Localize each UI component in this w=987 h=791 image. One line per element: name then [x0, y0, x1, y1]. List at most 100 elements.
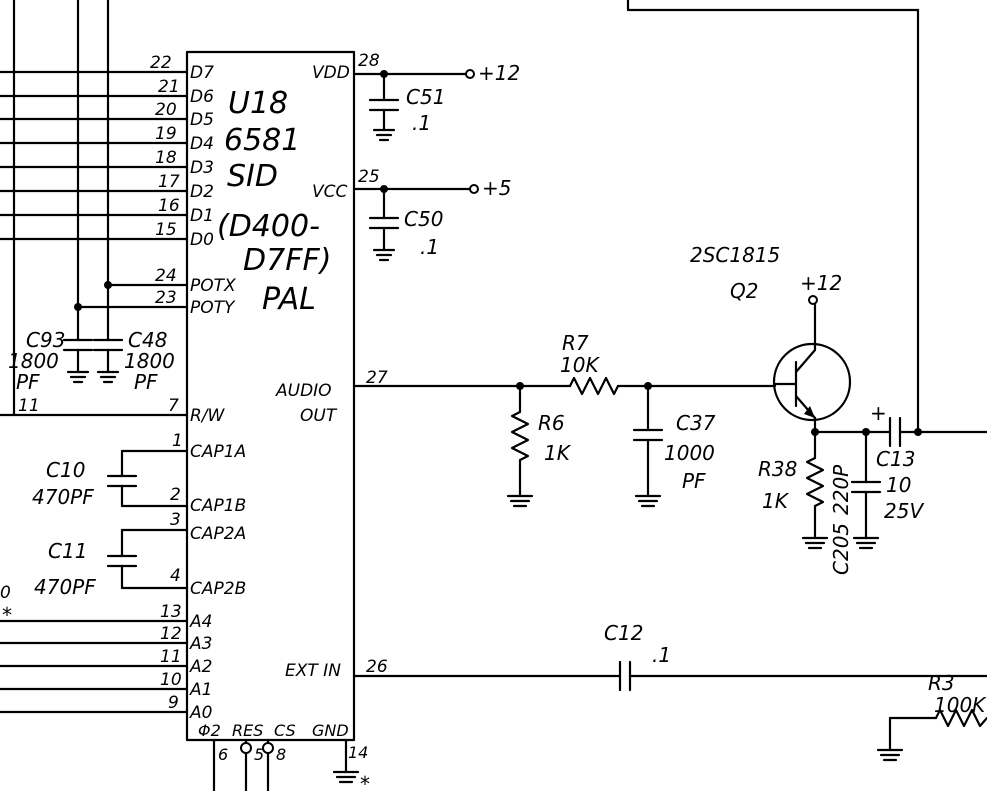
- c93-unit: PF: [16, 370, 40, 394]
- pin-number: 11: [160, 647, 182, 667]
- pin-label: CAP2B: [190, 579, 246, 599]
- pin-label: VDD: [312, 63, 350, 83]
- c50-ref: C50: [404, 207, 443, 231]
- ic-name: SID: [227, 159, 278, 194]
- c37-unit: PF: [682, 469, 706, 493]
- r7-ref: R7: [562, 331, 589, 355]
- pin-label: A0: [189, 703, 212, 723]
- vcc-rail: [352, 184, 479, 262]
- pin-label: D6: [190, 87, 214, 107]
- pin-number: 20: [155, 100, 177, 120]
- nc-mark: *: [360, 772, 370, 791]
- pin-label: D7: [190, 63, 214, 83]
- c37-ref: C37: [676, 411, 716, 435]
- audio-out-path: [352, 376, 777, 508]
- pin-label: CAP1B: [190, 496, 246, 516]
- pin-label: A4: [189, 612, 212, 632]
- c48-value: 1800: [124, 349, 175, 373]
- ext-in-path: [352, 660, 987, 762]
- pin-number: 1: [172, 431, 183, 451]
- pin-number: 2: [170, 485, 181, 505]
- ic-part-number: 6581: [224, 123, 300, 158]
- bottom-pin-number: 14: [348, 743, 368, 762]
- pin-label: R/W: [190, 406, 226, 426]
- pin-number: 18: [155, 148, 177, 168]
- pin-number: 13: [160, 602, 182, 622]
- c13-polarity: +: [870, 401, 887, 425]
- pin-label: CAP1A: [190, 442, 246, 462]
- pin-label: CAP2A: [190, 524, 246, 544]
- pin-label: D1: [190, 206, 214, 226]
- pin-number: 12: [160, 624, 182, 644]
- pin-number: 17: [158, 172, 180, 192]
- r6-value: 1K: [544, 441, 572, 465]
- c37-value: 1000: [664, 441, 715, 465]
- pin-label: D3: [190, 158, 214, 178]
- q2-ref: Q2: [730, 279, 758, 303]
- c10-value: 470PF: [32, 485, 94, 509]
- bottom-pin-label: GND: [312, 721, 349, 740]
- c48-unit: PF: [134, 370, 158, 394]
- r38-ref: R38: [758, 457, 797, 481]
- pin-label: D4: [190, 134, 214, 154]
- pin-number: 19: [155, 124, 177, 144]
- bottom-pin-label: CS: [274, 721, 296, 740]
- q2-supply-voltage: +12: [800, 271, 842, 295]
- c50-value: .1: [420, 235, 439, 259]
- pin-number: 27: [366, 368, 388, 388]
- pin-number: 16: [158, 196, 180, 216]
- pin-label: D2: [190, 182, 214, 202]
- ic-address-start: (D400-: [217, 209, 320, 244]
- edge-mark: 0: [0, 583, 11, 603]
- left-pin-numbers: 22 21 20 19 18 17 16 15 24 23 7 1 2 3 4 …: [150, 53, 183, 713]
- c13-rating: 25V: [884, 499, 924, 523]
- pin-number: 21: [158, 77, 180, 97]
- bottom-pin-number: 6: [218, 745, 228, 764]
- ic-video-standard: PAL: [262, 282, 316, 317]
- bottom-pin-label: RES: [232, 721, 263, 740]
- pin-number: 7: [168, 396, 179, 416]
- pin-label: D0: [190, 230, 214, 250]
- bottom-pin-label: Φ2: [198, 721, 221, 740]
- bottom-pins: [212, 738, 360, 791]
- emitter-network: [626, 0, 987, 550]
- vdd-rail: [352, 69, 475, 142]
- pin-label: D5: [190, 110, 214, 130]
- r3-value: 100K: [934, 693, 987, 717]
- pin-label: A2: [189, 657, 212, 677]
- r6-ref: R6: [538, 411, 565, 435]
- c51-ref: C51: [406, 85, 445, 109]
- c205-value: 220P: [829, 464, 853, 515]
- c12-ref: C12: [604, 621, 643, 645]
- left-pin-labels: D7 D6 D5 D4 D3 D2 D1 D0 POTX POTY R/W CA…: [189, 63, 246, 723]
- c93-value: 1800: [8, 349, 59, 373]
- c13-value: 10: [886, 473, 911, 497]
- c10-ref: C10: [46, 458, 85, 482]
- pin-number: 15: [155, 220, 177, 240]
- right-pin-labels: VDD VCC AUDIO OUT EXT IN 28 25 27 26: [275, 51, 388, 681]
- pin-label: POTX: [190, 276, 236, 296]
- c51-value: .1: [412, 111, 431, 135]
- transistor-q2: [772, 295, 852, 436]
- pin-label: AUDIO: [275, 381, 332, 401]
- pin-label: A3: [189, 634, 212, 654]
- vdd-rail-voltage: +12: [478, 61, 520, 85]
- vcc-rail-voltage: +5: [482, 176, 511, 200]
- c11-value: 470PF: [34, 575, 96, 599]
- nc-mark: *: [2, 603, 12, 627]
- pin-number: 22: [150, 53, 172, 73]
- rw-net-label: 11: [18, 396, 40, 416]
- q2-part-number: 2SC1815: [690, 243, 780, 267]
- pin-number: 24: [155, 266, 177, 286]
- c48-ref: C48: [128, 328, 167, 352]
- pin-number: 4: [170, 566, 181, 586]
- c12-value: .1: [652, 643, 671, 667]
- pin-number: 28: [358, 51, 380, 71]
- pin-number: 25: [358, 167, 380, 187]
- r3-ref: R3: [928, 671, 955, 695]
- ic-designator: U18: [228, 86, 288, 121]
- pin-number: 10: [160, 670, 182, 690]
- filter-caps: [106, 449, 189, 590]
- pin-label: A1: [189, 680, 212, 700]
